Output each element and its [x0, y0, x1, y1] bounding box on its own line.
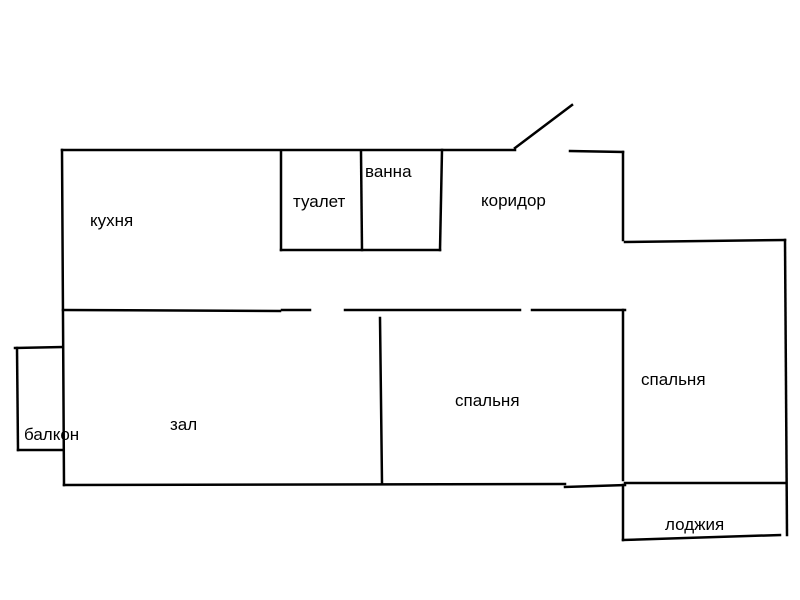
wall-top-right [568, 149, 625, 154]
room-label-loggia: лоджия [665, 515, 725, 534]
room-label-toilet: туалет [293, 192, 346, 211]
room-label-bedroom-middle: спальня [455, 391, 520, 410]
kitchen-bottom [61, 308, 282, 313]
hall-bedroom-divider [378, 316, 384, 485]
bedroom-right-outer [783, 238, 789, 537]
entrance-door [513, 103, 574, 150]
room-label-kitchen: кухня [90, 211, 134, 230]
loggia-outline [621, 481, 787, 542]
outer-walls [60, 103, 789, 537]
toilet-bath-divider [359, 150, 364, 252]
wall-left [60, 148, 66, 487]
inner-walls [61, 148, 627, 485]
room-label-corridor: коридор [481, 191, 546, 210]
room-label-hall: зал [170, 415, 198, 434]
bath-right [438, 148, 444, 252]
room-label-bathroom: ванна [365, 162, 412, 181]
bedroom-right-top [623, 238, 787, 244]
room-label-bedroom-right: спальня [641, 370, 706, 389]
balcony-outline [13, 345, 65, 452]
room-label-balcony: балкон [24, 425, 80, 444]
wall-bottom [62, 482, 567, 487]
wall-bottom-right [563, 483, 627, 489]
